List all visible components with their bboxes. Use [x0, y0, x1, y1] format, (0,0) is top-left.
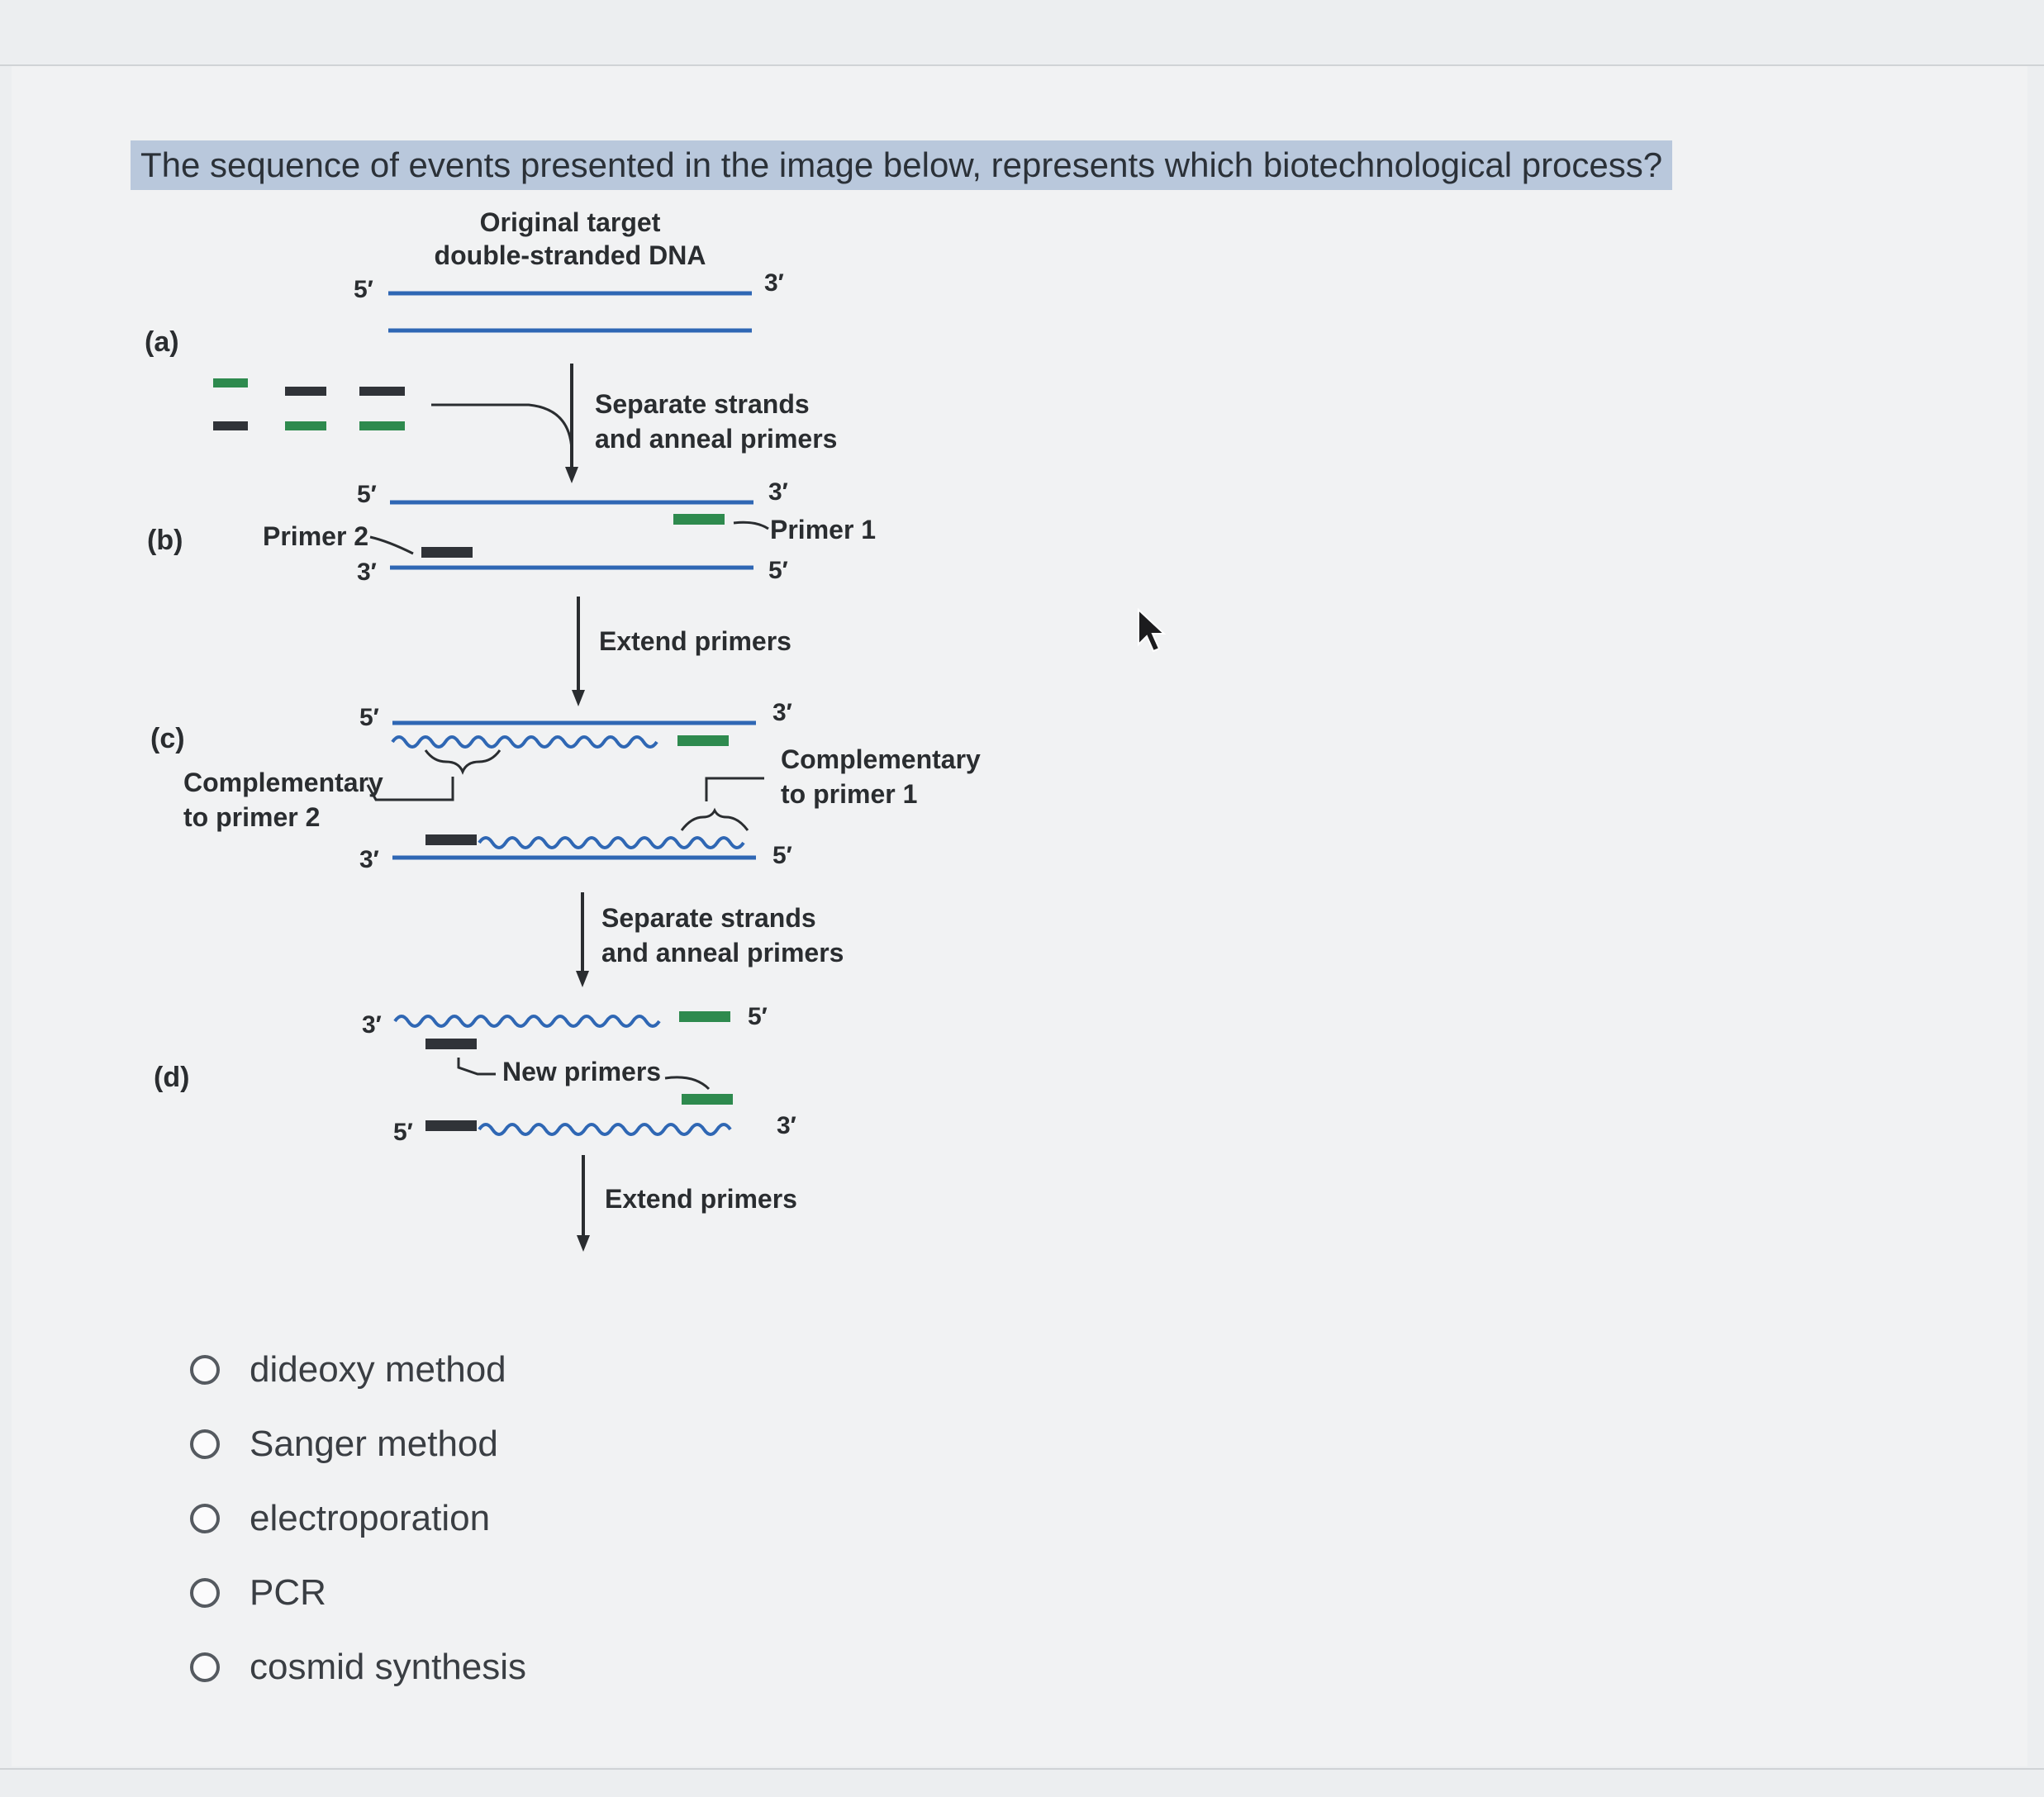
brace-primer1 [680, 807, 749, 831]
step-label-b: (b) [147, 525, 183, 556]
separate-anneal-label-1: Separate strands [595, 389, 810, 419]
primer1-label: Primer 1 [770, 515, 876, 544]
primer2-pointer [369, 535, 414, 555]
option-label: Sanger method [250, 1424, 498, 1464]
mouse-cursor-icon [1138, 608, 1167, 653]
bottom-divider [0, 1768, 2044, 1770]
step-label-c: (c) [150, 723, 185, 754]
end-label: 5′ [359, 704, 379, 731]
complementary-primer2-label-1: Complementary [183, 768, 383, 797]
end-label: 3′ [772, 699, 792, 726]
end-label: 5′ [748, 1003, 768, 1030]
radio-button[interactable] [190, 1652, 220, 1682]
primer-d-bottom-dark [425, 1120, 477, 1131]
primer1-bar [673, 514, 725, 525]
complementary-primer2-label-2: to primer 2 [183, 802, 320, 832]
radio-button[interactable] [190, 1355, 220, 1385]
primer2-bar [421, 547, 473, 558]
new-primers-pointer-left [457, 1058, 496, 1076]
question-text: The sequence of events presented in the … [131, 140, 1673, 190]
original-target-label-2: double-stranded DNA [435, 240, 706, 270]
new-primer-green [682, 1094, 733, 1105]
new-strand-c-top [391, 735, 658, 749]
new-primers-pointer-right [664, 1076, 711, 1091]
top-divider [0, 64, 2044, 66]
separate-anneal-label-2: and anneal primers [595, 424, 837, 454]
primer1-pointer [733, 521, 769, 530]
extend-primers-label-2: Extend primers [605, 1184, 797, 1214]
arrow-head [577, 1235, 590, 1252]
original-target-label-1: Original target [480, 207, 661, 237]
arrow-head [572, 690, 585, 706]
end-label: 5′ [393, 1119, 413, 1146]
complementary-primer1-label-1: Complementary [781, 744, 981, 774]
complementary-primer1-pointer [705, 777, 764, 801]
option-label: cosmid synthesis [250, 1647, 527, 1687]
separate-anneal-label-3: Separate strands [601, 903, 816, 933]
strand-d-bottom [478, 1123, 732, 1136]
arrow-head [576, 971, 589, 987]
primer1-extended [677, 735, 729, 746]
primer-pool [213, 378, 405, 430]
end-label: 5′ [772, 842, 792, 869]
end-label: 3′ [768, 478, 788, 506]
radio-button[interactable] [190, 1504, 220, 1533]
primer2-extended [425, 834, 477, 845]
end-label: 3′ [362, 1011, 382, 1039]
separate-anneal-label-4: and anneal primers [601, 938, 844, 967]
complementary-primer2-pointer [366, 777, 454, 801]
radio-button[interactable] [190, 1429, 220, 1459]
end-label: 3′ [359, 846, 379, 873]
new-primers-label: New primers [502, 1057, 661, 1086]
option-label: PCR [250, 1572, 326, 1613]
end-label: 5′ [354, 276, 373, 303]
strand-d-top [393, 1015, 661, 1028]
radio-button[interactable] [190, 1578, 220, 1608]
end-label: 3′ [777, 1112, 796, 1139]
primer-d-top-green [679, 1011, 730, 1022]
primer2-label: Primer 2 [263, 521, 368, 551]
end-label: 5′ [357, 481, 377, 508]
new-strand-c-bottom [478, 836, 745, 849]
question-card [12, 66, 2027, 1766]
pool-connector [431, 403, 573, 451]
step-label-d: (d) [154, 1062, 189, 1093]
arrow-head [565, 467, 578, 483]
end-label: 3′ [357, 559, 377, 586]
complementary-primer1-label-2: to primer 1 [781, 779, 917, 809]
step-label-a: (a) [145, 326, 179, 358]
new-primer-dark [425, 1039, 477, 1049]
extend-primers-label-1: Extend primers [599, 626, 791, 656]
end-label: 3′ [764, 269, 784, 297]
option-label: dideoxy method [250, 1349, 506, 1390]
end-label: 5′ [768, 557, 788, 584]
option-label: electroporation [250, 1498, 491, 1538]
brace-primer2 [424, 749, 501, 775]
